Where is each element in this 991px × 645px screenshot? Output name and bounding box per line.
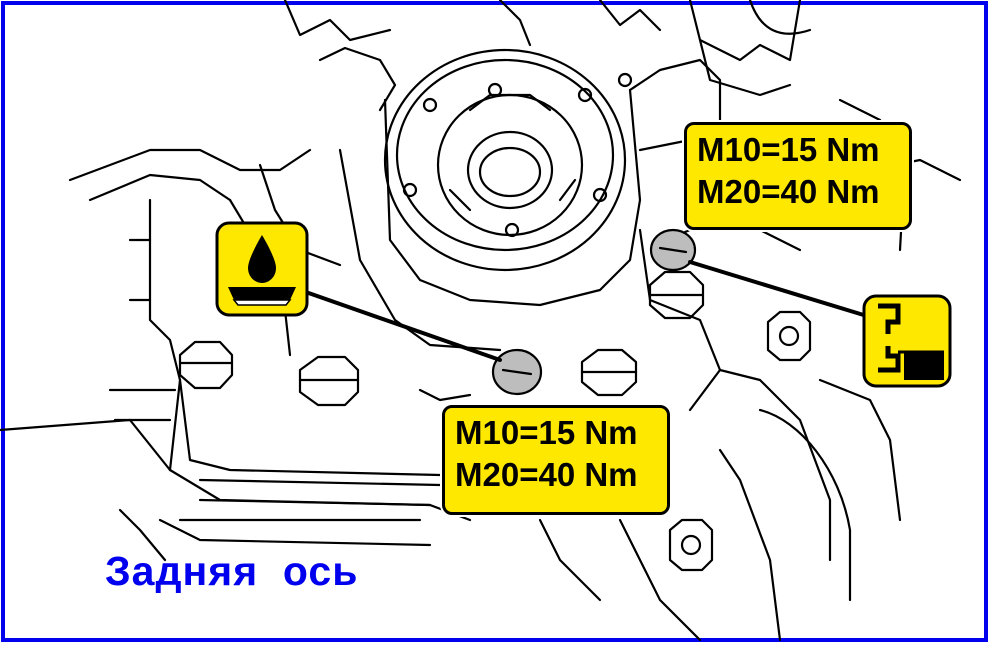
plug-cross-section-icon (862, 294, 952, 388)
torque-line-2: M20=40 Nm (697, 173, 880, 210)
torque-line-1: M10=15 Nm (455, 414, 638, 451)
line-art (0, 0, 962, 642)
plug-center (491, 348, 543, 396)
bolt-right-1 (580, 348, 638, 397)
plug-top-right (649, 228, 697, 272)
bolt-left-2 (298, 355, 360, 407)
torque-label-center: M10=15 Nm M20=40 Nm (442, 405, 670, 515)
torque-line-1: M10=15 Nm (697, 131, 880, 168)
oil-drop-sealant-icon (215, 221, 309, 317)
torque-line-2: M20=40 Nm (455, 456, 638, 493)
bolt-far-right (766, 310, 812, 362)
bolt-left-1 (178, 340, 234, 390)
caption-rear-axle: Задняя ось (105, 548, 359, 594)
bolt-bottom-right (668, 518, 714, 572)
torque-label-top-right: M10=15 Nm M20=40 Nm (684, 122, 912, 230)
bolt-right-2 (648, 270, 705, 320)
